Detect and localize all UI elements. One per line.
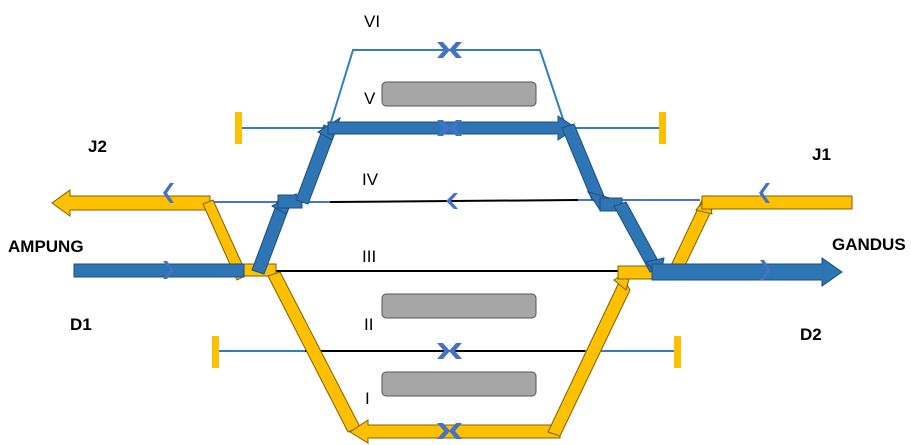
signal-markers xyxy=(163,42,771,439)
bumper-track-ii-east xyxy=(674,336,681,368)
track-iv-line[interactable] xyxy=(329,199,579,203)
track-label-i: I xyxy=(365,389,370,408)
line-label-j1: J1 xyxy=(812,145,831,164)
line-label-d2: D2 xyxy=(800,325,822,344)
track-label-v: V xyxy=(364,89,376,108)
track-label-vi: VI xyxy=(364,12,380,31)
station-label-gandus: GANDUS xyxy=(832,235,906,254)
track-label-ii: II xyxy=(364,315,373,334)
track-label-iii: III xyxy=(362,247,376,266)
blue-route-d2[interactable] xyxy=(561,123,843,287)
platform-track-i xyxy=(381,371,537,397)
bumper-track-v-west xyxy=(235,112,242,144)
blue-route-d1[interactable] xyxy=(73,116,341,278)
yellow-route-track-i[interactable] xyxy=(267,265,667,444)
station-label-ampung: AMPUNG xyxy=(8,237,84,256)
bumper-track-v-east xyxy=(659,112,666,144)
line-label-j2: J2 xyxy=(88,137,107,156)
bumper-track-ii-west xyxy=(212,336,219,368)
line-label-d1: D1 xyxy=(70,315,92,334)
platform-track-ii xyxy=(381,293,537,319)
track-label-iv: IV xyxy=(362,170,379,189)
yellow-route-j1[interactable] xyxy=(665,194,853,281)
platform-track-v xyxy=(381,81,537,107)
